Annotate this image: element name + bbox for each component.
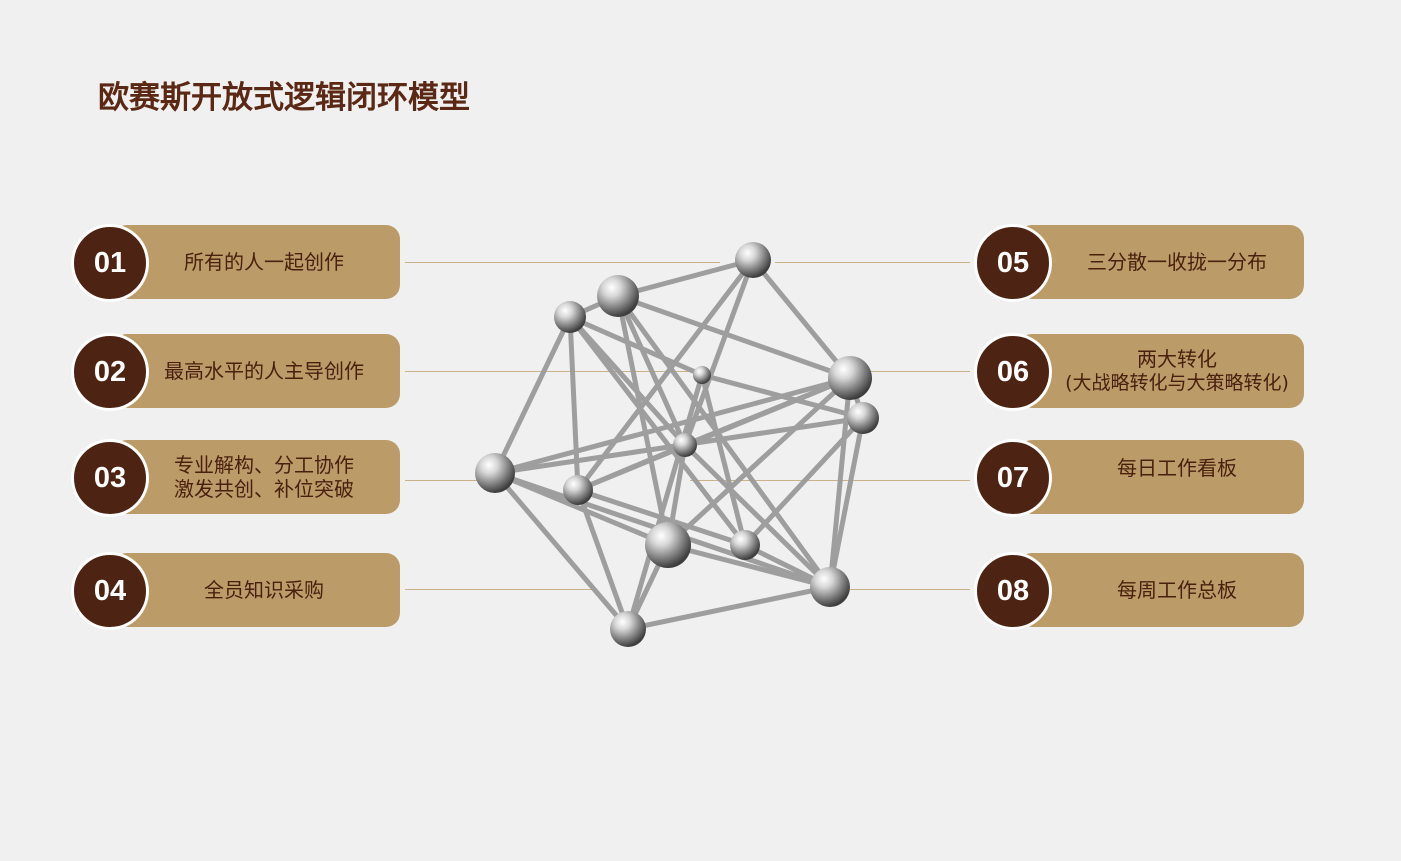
connector-line-07	[690, 480, 970, 481]
item-07-label: 每日工作看板	[1117, 456, 1237, 480]
item-03-number-badge: 03	[71, 439, 149, 517]
connector-line-06	[870, 371, 970, 372]
connector-line-03	[405, 480, 505, 481]
item-06-label: 两大转化 (大战略转化与大策略转化)	[1065, 347, 1289, 394]
item-07-number-badge: 07	[974, 439, 1052, 517]
item-05-pill	[1018, 225, 1304, 299]
item-04-number-badge: 04	[71, 552, 149, 630]
item-01-pill	[113, 225, 400, 299]
item-07-pill	[1018, 440, 1304, 514]
item-08-label: 每周工作总板	[1117, 578, 1237, 602]
item-04-pill	[113, 553, 400, 627]
connector-line-05	[775, 262, 970, 263]
item-03-pill	[113, 440, 400, 514]
item-06-number-badge: 06	[974, 333, 1052, 411]
item-02: 02 最高水平的人主导创作	[71, 333, 402, 411]
item-06-pill	[1018, 334, 1304, 408]
page-title: 欧赛斯开放式逻辑闭环模型	[98, 80, 470, 116]
item-01-label: 所有的人一起创作	[184, 250, 344, 274]
item-08: 08 每周工作总板	[974, 552, 1305, 630]
item-04-label: 全员知识采购	[204, 578, 324, 602]
connector-line-08	[850, 589, 970, 590]
connector-line-02	[405, 371, 695, 372]
metal-molecule-lattice-icon	[475, 242, 879, 647]
item-07: 07 每日工作看板	[974, 439, 1305, 517]
item-05: 05 三分散一收拢一分布	[974, 224, 1305, 302]
connector-line-01	[405, 262, 720, 263]
item-08-pill	[1018, 553, 1304, 627]
item-02-label: 最高水平的人主导创作	[164, 359, 364, 383]
item-01: 01 所有的人一起创作	[71, 224, 402, 302]
item-05-label: 三分散一收拢一分布	[1087, 250, 1267, 274]
item-02-pill	[113, 334, 400, 408]
item-02-number-badge: 02	[71, 333, 149, 411]
item-08-number-badge: 08	[974, 552, 1052, 630]
item-04: 04 全员知识采购	[71, 552, 402, 630]
item-01-number-badge: 01	[71, 224, 149, 302]
connector-line-04	[405, 589, 595, 590]
item-03: 03 专业解构、分工协作 激发共创、补位突破	[71, 439, 402, 517]
item-03-label: 专业解构、分工协作 激发共创、补位突破	[174, 453, 354, 501]
item-06: 06 两大转化 (大战略转化与大策略转化)	[974, 333, 1305, 411]
item-05-number-badge: 05	[974, 224, 1052, 302]
